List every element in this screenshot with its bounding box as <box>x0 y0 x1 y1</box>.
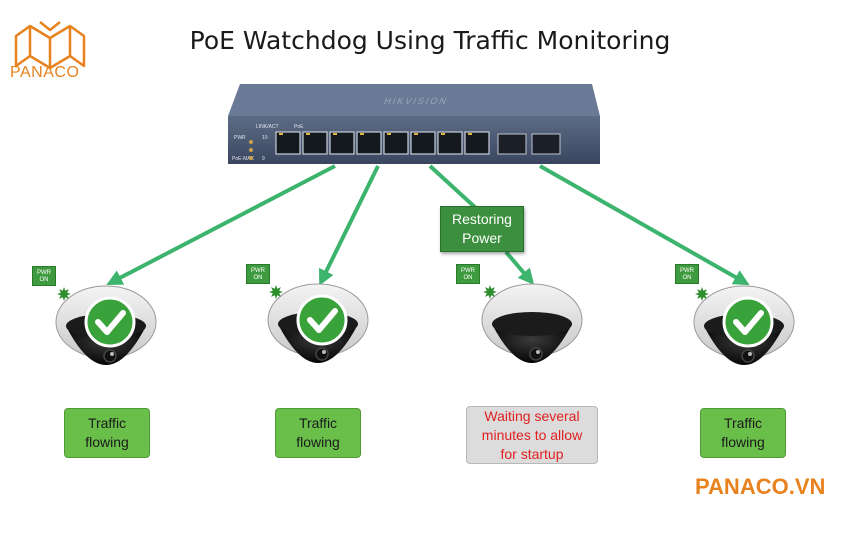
svg-text:10: 10 <box>262 135 268 141</box>
check-icon <box>84 296 136 348</box>
ethernet-port <box>275 131 301 155</box>
page-title: PoE Watchdog Using Traffic Monitoring <box>189 26 671 55</box>
ethernet-port <box>302 131 328 155</box>
ethernet-port <box>410 131 436 155</box>
port-led <box>306 133 310 135</box>
ethernet-port <box>383 131 409 155</box>
ethernet-port <box>464 131 490 155</box>
svg-text:LINK/ACT: LINK/ACT <box>256 124 279 130</box>
check-icon <box>296 294 348 346</box>
check-icon <box>722 296 774 348</box>
poe-arrows <box>106 164 750 286</box>
svg-text:PoE-MAX: PoE-MAX <box>232 156 255 162</box>
logo-book-icon <box>14 21 86 70</box>
star-burst-icon <box>269 285 283 299</box>
port-led <box>333 133 337 135</box>
port-led <box>387 133 391 135</box>
switch-brand: HIKVISION <box>383 96 450 106</box>
port-led <box>279 133 283 135</box>
port-led <box>414 133 418 135</box>
footer-brand: PANACO.VN <box>695 474 826 499</box>
svg-text:9: 9 <box>262 156 265 162</box>
ethernet-port <box>437 131 463 155</box>
svg-text:PoE: PoE <box>294 124 304 130</box>
port-led <box>441 133 445 135</box>
star-burst-icon <box>483 285 497 299</box>
poe-switch: HIKVISION LINK/ACT PoE PWR 10 PoE-MAX 9 <box>228 84 600 164</box>
port-led <box>468 133 472 135</box>
ethernet-port <box>329 131 355 155</box>
star-burst-icon <box>57 287 71 301</box>
ethernet-port <box>356 131 382 155</box>
svg-text:PWR: PWR <box>234 135 246 141</box>
logo-text: PANACO <box>10 64 80 81</box>
dome-camera <box>481 283 583 363</box>
restoring-power-label: Restoring Power <box>440 206 524 252</box>
port-led <box>360 133 364 135</box>
star-burst-icon <box>695 287 709 301</box>
